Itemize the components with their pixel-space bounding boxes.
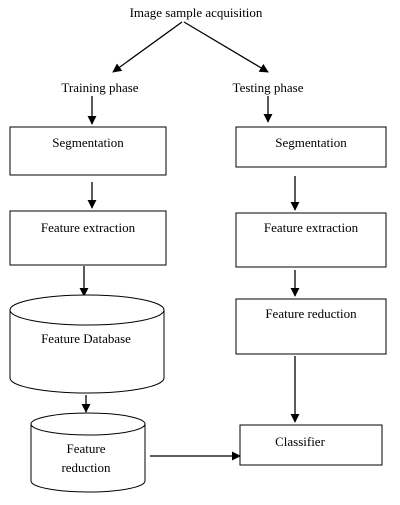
testing-segmentation-label: Segmentation: [275, 135, 347, 150]
testing-feature-reduction-label: Feature reduction: [265, 306, 357, 321]
testing-feature-extraction-label: Feature extraction: [264, 220, 359, 235]
training-segmentation-box: [9, 126, 167, 176]
training-feature-extraction-label: Feature extraction: [41, 220, 136, 235]
arrow-title-to-training: [112, 21, 183, 73]
training-reduction-label-line1: Feature: [67, 441, 106, 456]
training-phase-label: Training phase: [61, 80, 138, 95]
testing-phase-label: Testing phase: [233, 80, 304, 95]
training-feature-extraction-box: [9, 210, 167, 266]
title-label: Image sample acquisition: [130, 5, 263, 20]
feature-database-cylinder: [9, 294, 165, 394]
classifier-label: Classifier: [275, 434, 325, 449]
testing-feature-reduction-box: [235, 298, 387, 355]
arrow-title-to-testing: [183, 21, 269, 73]
training-reduction-label-line2: reduction: [61, 460, 111, 475]
testing-segmentation-box: [235, 126, 387, 168]
training-feature-reduction-cylinder: [30, 412, 146, 493]
testing-feature-extraction-box: [235, 212, 387, 268]
feature-database-label: Feature Database: [41, 331, 131, 346]
classifier-box: [239, 424, 383, 466]
training-segmentation-label: Segmentation: [52, 135, 124, 150]
